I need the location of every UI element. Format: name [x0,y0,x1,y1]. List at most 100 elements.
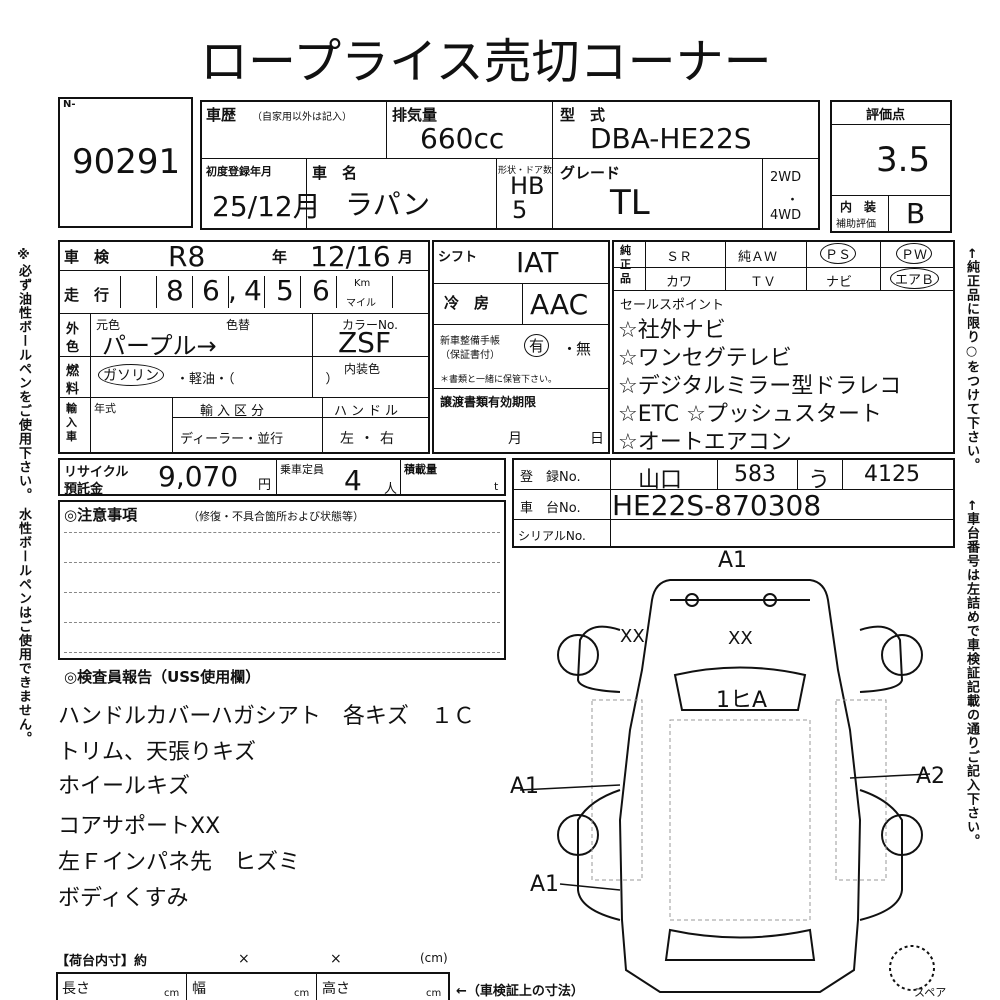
drive-2wd: 2WD [770,170,802,185]
interior-score-label2: 補助評価 [836,219,876,230]
load-unit: t [494,480,499,493]
front-left-wheel [557,634,599,676]
mileage-unit-mile: マイル [346,298,376,309]
equip-pw: ＰＷ [896,243,933,264]
right-side-note-top: ←純正品に限り○をつけて下さい。 [964,248,979,472]
mark-hood-center: XX [728,628,753,649]
header-table [200,100,820,230]
sales-point-4: ☆ETC ☆プッシュスタート [618,402,882,427]
equip-ps-circled: ＰＳ [820,243,857,264]
registration-label: 登 録No. [520,470,581,485]
dims-table [56,972,450,1000]
model-value: DBA-HE22S [590,122,752,155]
recycle-label1: リサイクル [64,465,129,480]
cargo-x2: × [330,951,342,967]
notes-note: （修復・不具合箇所および状態等） [188,510,364,523]
equip-tv: ＴＶ [750,275,777,290]
recycle-label2: 預託金 [64,482,104,497]
color-no-value: ZSF [338,326,392,359]
equipment-table [612,240,955,454]
car-name-label: 車 名 [312,164,358,182]
inspection-era: R8 [168,240,206,273]
sales-point-1: ☆社外ナビ [618,318,726,343]
interior-score-label1: 内 装 [840,200,877,214]
mileage-digit-2: 6 [202,274,220,307]
dims-length-label: 長さ [62,981,90,997]
import-label: 輸入車 [66,402,77,443]
sales-point-5: ☆オートエアコン [618,430,792,455]
mileage-digit-5: 6 [312,274,330,307]
manual-no: 無 [576,340,592,358]
chassis-value: HE22S-870308 [612,489,822,522]
sales-point-3: ☆デジタルミラー型ドラレコ [618,374,902,399]
interior-color-label: 内装色 [344,362,381,376]
equipment-label: 純正品 [620,244,631,285]
inspection-date: 12/16 [310,240,391,273]
grade-label: グレード [560,164,621,182]
registration-num: 583 [734,462,776,487]
mileage-digit-1: 8 [166,274,184,307]
sales-points-label: セールスポイント [620,298,725,313]
spare-tire [889,945,935,991]
serial-no-label: シリアルNo. [518,529,586,543]
mileage-digit-4: 5 [276,274,294,307]
import-section-label: 輸入区分 [200,404,269,419]
interior-score-value: B [906,197,926,230]
equip-sr: ＳＲ [666,250,693,265]
shift-value: IAT [516,246,559,279]
equip-airbag-circled: エアＢ [890,268,940,289]
first-reg-value: 25/12月 [212,190,321,223]
lot-label: N- [63,99,76,110]
inspector-line-1: ハンドルカバーハガシアト 各キズ １Ｃ [58,704,475,729]
inspection-year-label: 年 [272,248,288,266]
left-side-note: ※必ず油性ボールペンをご使用下さい。 水性ボールペンはご使用できません。 [16,248,31,746]
middle-table [432,240,610,454]
manual-label1: 新車整備手帳 [440,336,500,347]
spare-label: スペア [914,986,947,999]
inspector-label: ◎検査員報告（USS使用欄） [64,668,261,686]
dims-width-cm: cm [294,988,310,999]
ext-color-label1: 外 [66,322,80,337]
score-value: 3.5 [876,140,931,180]
body-door-label: 形状・ドア数 [498,166,553,176]
transfer-day: 日 [590,431,604,447]
handle-label: ハンドル [334,404,403,419]
ac-value: AAC [530,288,589,321]
load-label: 積載量 [404,463,437,476]
ext-change-label: 色替 [226,318,251,332]
mileage-sep: , [228,274,237,307]
notes-label: ◎注意事項 [64,506,138,524]
dims-length-cm: cm [164,988,180,999]
transfer-month: 月 [508,431,522,447]
displacement-value: 660cc [420,122,505,155]
capacity-value: 4 [344,464,362,497]
history-note: （自家用以外は記入） [252,112,352,123]
fuel-label1: 燃 [66,364,80,379]
recycle-value: 9,070 [158,460,239,493]
color-no-label: カラーNo. [342,318,398,332]
inspector-line-5: 左Ｆインパネ先 ヒズミ [58,850,301,875]
lot-value: 90291 [72,142,181,182]
cargo-label: 【荷台内寸】約 [56,954,148,969]
fuel-gasoline-circled: ガソリン [98,364,164,386]
import-year-label: 年式 [94,402,116,415]
equip-navi: ナビ [826,275,853,290]
car-body-outline [618,579,862,993]
mark-top: A1 [718,548,748,573]
mileage-label: 走 行 [64,286,110,304]
capacity-label: 乗車定員 [280,463,324,476]
mark-left-rear: A1 [530,872,560,897]
mark-hood-left: XX [620,626,645,647]
inspector-line-4: コアサポートXX [58,814,221,839]
dims-note: ←（車検証上の寸法） [456,984,584,999]
equip-airbag: エアＢ [890,268,940,289]
main-left-table [58,240,430,454]
mark-right-mid: A2 [916,764,946,789]
ext-orig-label: 元色 [96,318,121,332]
door-count-value: 5 [512,196,528,224]
notes-section [58,500,506,660]
windshield [673,666,807,711]
ac-label: 冷 房 [444,294,490,312]
manual-yes-circled: 有 [524,334,550,357]
right-side-note-bottom: ←車台番号は左詰めで車検証記載の通りご記入下さい。 [964,500,979,848]
